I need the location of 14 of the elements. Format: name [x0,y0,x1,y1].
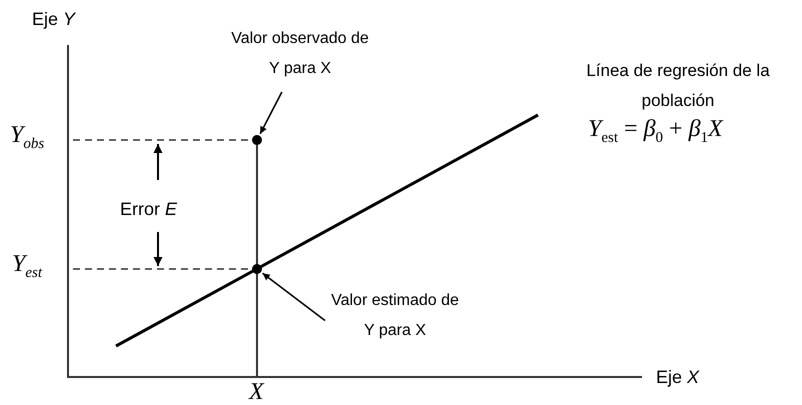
regression-line-label: Línea de regresión de la población [585,60,771,112]
axis-value: X [249,381,264,403]
data-point [252,264,262,274]
error-label: Error E [120,198,178,220]
data-point [252,135,262,145]
axis-title: Eje Y [32,8,76,30]
axis-value: Y$_{obs}$ [10,124,44,154]
callout-text: Valor estimado de Y para X [325,284,465,344]
regression-equation: Y$_{est}$ = β$_{0}$ + β$_{1}$X [588,118,723,148]
axis-title: Eje X [656,366,700,388]
axis-value: Y$_{est}$ [12,253,42,283]
leader-arrow [260,92,283,134]
callout-text: Valor observado de Y para X [230,22,370,92]
leader-arrow [262,272,326,322]
